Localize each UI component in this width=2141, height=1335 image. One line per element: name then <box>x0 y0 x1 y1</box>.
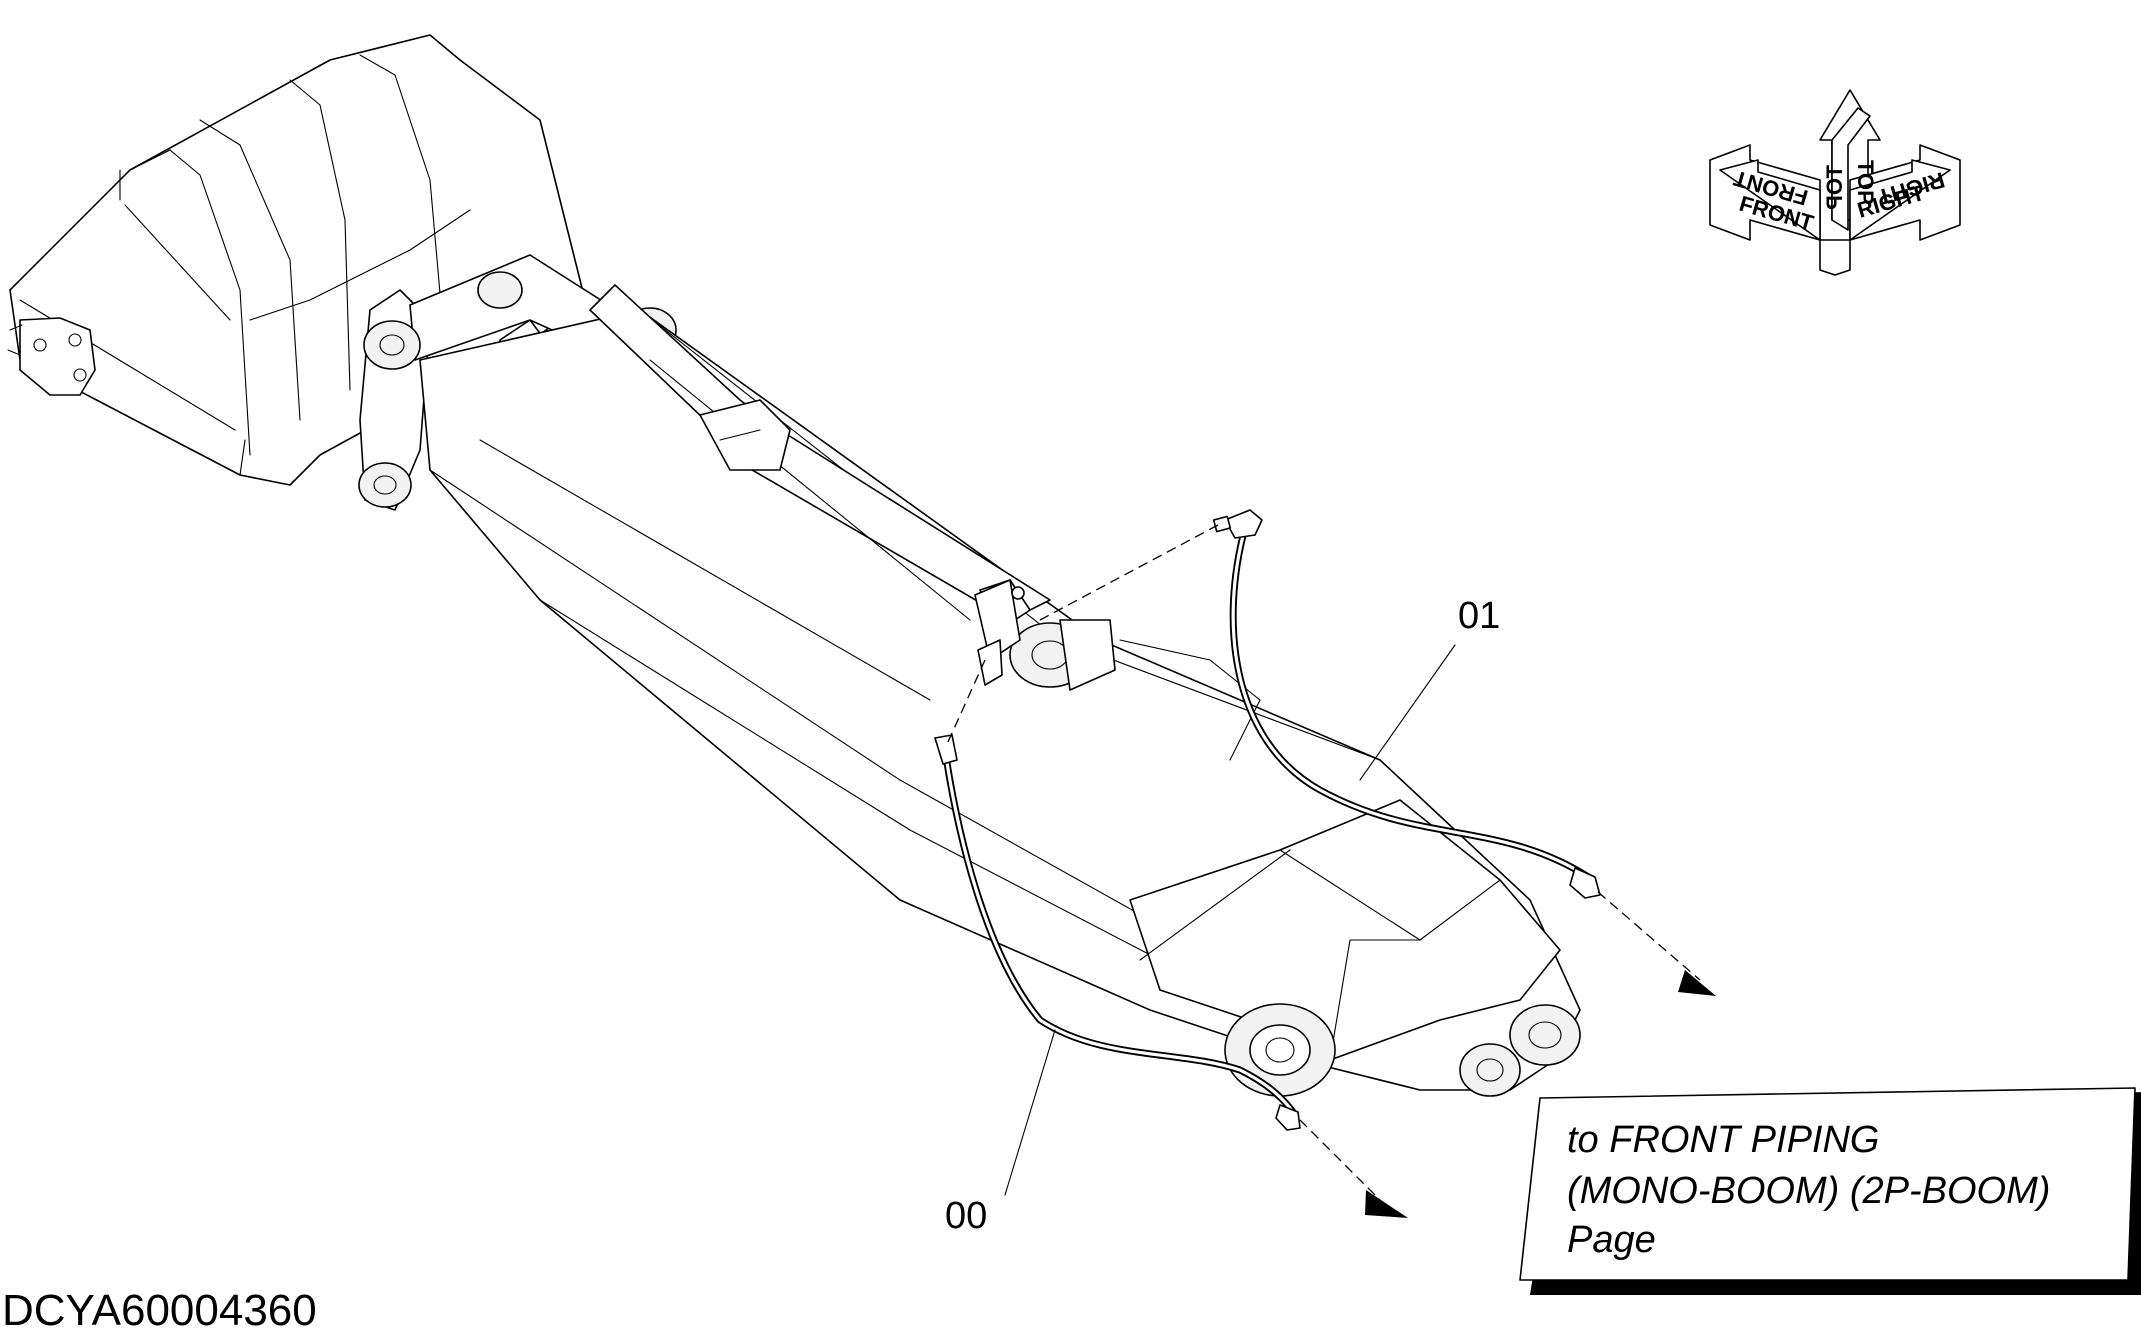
reference-note-line1: to FRONT PIPING <box>1567 1119 1879 1161</box>
hose-01 <box>1212 509 1601 899</box>
hose-00 <box>934 734 1301 1131</box>
reference-note[interactable]: to FRONT PIPING (MONO-BOOM) (2P-BOOM) Pa… <box>1519 1087 2141 1295</box>
callout-label-01: 01 <box>1458 595 1500 637</box>
orientation-indicator: FRONT FRONT TOP TOP RIGHT RIGHT <box>1709 89 1961 276</box>
orientation-top-mirrored: TOP <box>1822 165 1847 210</box>
callout-label-00: 00 <box>945 1195 987 1237</box>
arm <box>419 309 1581 1097</box>
drawing-code: DCYA60004360 <box>2 1286 317 1335</box>
reference-note-line3: Page <box>1567 1219 1656 1261</box>
orientation-top: TOP <box>1853 160 1878 205</box>
hose-clamp <box>974 579 1025 686</box>
callout-leader-01 <box>1359 644 1456 781</box>
connection-lines <box>947 524 1716 1218</box>
callout-leader-00 <box>1004 1029 1056 1196</box>
reference-note-line2: (MONO-BOOM) (2P-BOOM) <box>1567 1170 2050 1212</box>
